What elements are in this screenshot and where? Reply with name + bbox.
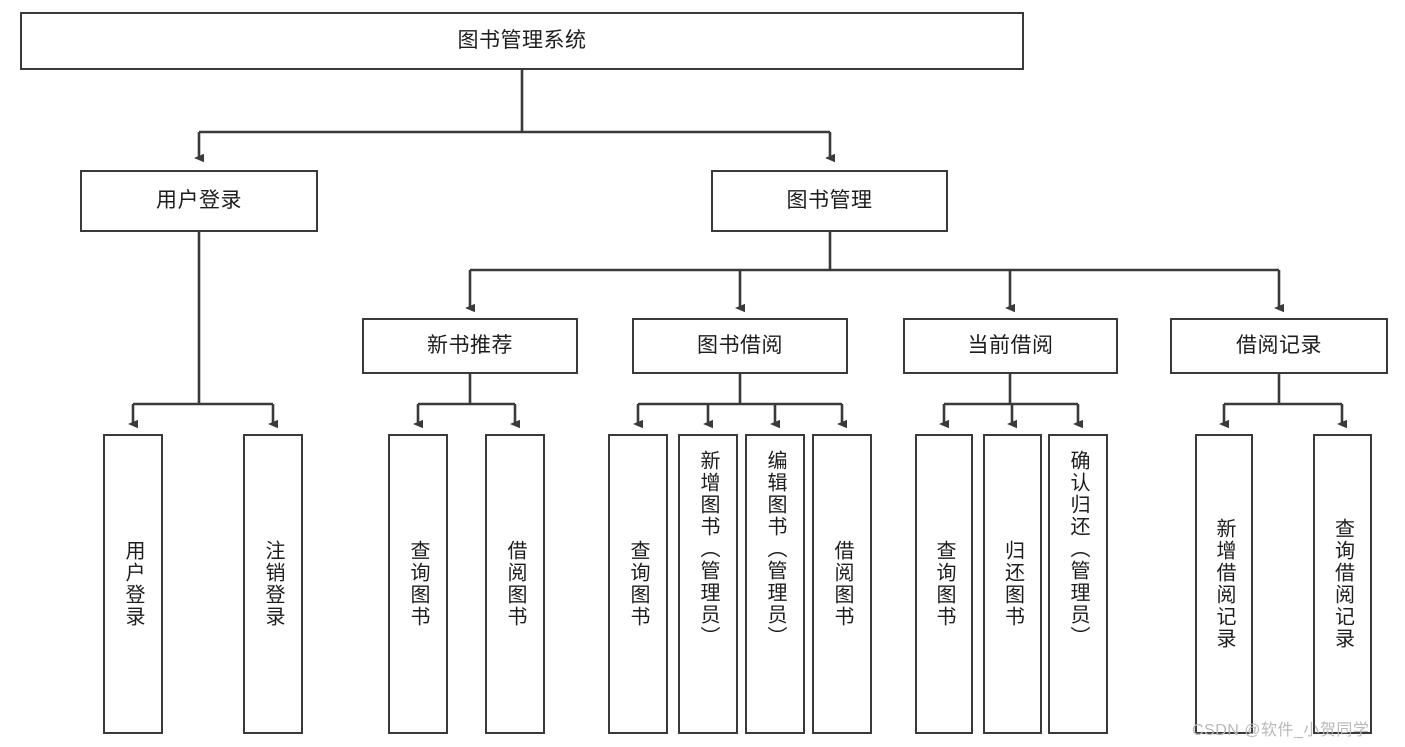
node-leaf-add-record-label: 新增借阅记录 bbox=[1213, 518, 1235, 650]
node-leaf-add-record[interactable]: 新增借阅记录 bbox=[1195, 434, 1253, 734]
node-new-book-recommend-label: 新书推荐 bbox=[427, 333, 513, 357]
node-leaf-query-book-2-label: 查询图书 bbox=[627, 540, 649, 628]
node-leaf-edit-book-label: 编辑图书（管理员） bbox=[764, 450, 786, 648]
node-leaf-confirm-return-label: 确认归还（管理员） bbox=[1067, 450, 1089, 648]
node-root[interactable]: 图书管理系统 bbox=[20, 12, 1024, 70]
node-borrow-record[interactable]: 借阅记录 bbox=[1170, 318, 1388, 374]
node-leaf-edit-book[interactable]: 编辑图书（管理员） bbox=[745, 434, 805, 734]
node-leaf-borrow-book-2[interactable]: 借阅图书 bbox=[812, 434, 872, 734]
node-leaf-borrow-book-2-label: 借阅图书 bbox=[831, 540, 853, 628]
node-leaf-borrow-book-1-label: 借阅图书 bbox=[504, 540, 526, 628]
node-leaf-return-book[interactable]: 归还图书 bbox=[983, 434, 1042, 734]
node-leaf-query-book-3-label: 查询图书 bbox=[933, 540, 955, 628]
node-root-label: 图书管理系统 bbox=[457, 28, 587, 52]
node-current-borrow[interactable]: 当前借阅 bbox=[903, 318, 1118, 374]
node-leaf-user-login-label: 用户登录 bbox=[122, 540, 144, 628]
node-borrow-record-label: 借阅记录 bbox=[1236, 333, 1322, 357]
node-user-login[interactable]: 用户登录 bbox=[80, 170, 318, 232]
node-leaf-query-record-label: 查询借阅记录 bbox=[1331, 518, 1354, 650]
node-leaf-add-book[interactable]: 新增图书（管理员） bbox=[678, 434, 738, 734]
node-new-book-recommend[interactable]: 新书推荐 bbox=[362, 318, 578, 374]
node-leaf-return-book-label: 归还图书 bbox=[1001, 540, 1024, 628]
node-book-borrow-label: 图书借阅 bbox=[697, 333, 783, 357]
watermark: CSDN @软件_小贺同学 bbox=[1192, 722, 1370, 739]
node-leaf-query-book-1[interactable]: 查询图书 bbox=[388, 434, 448, 734]
node-leaf-logout[interactable]: 注销登录 bbox=[243, 434, 303, 734]
node-leaf-query-book-3[interactable]: 查询图书 bbox=[915, 434, 973, 734]
node-leaf-query-book-2[interactable]: 查询图书 bbox=[608, 434, 668, 734]
node-leaf-confirm-return[interactable]: 确认归还（管理员） bbox=[1048, 434, 1108, 734]
node-leaf-add-book-label: 新增图书（管理员） bbox=[697, 450, 719, 648]
node-leaf-query-record[interactable]: 查询借阅记录 bbox=[1313, 434, 1372, 734]
node-book-manage[interactable]: 图书管理 bbox=[711, 170, 948, 232]
node-leaf-borrow-book-1[interactable]: 借阅图书 bbox=[485, 434, 545, 734]
node-book-borrow[interactable]: 图书借阅 bbox=[632, 318, 848, 374]
node-current-borrow-label: 当前借阅 bbox=[967, 333, 1054, 357]
node-leaf-logout-label: 注销登录 bbox=[262, 540, 284, 628]
node-leaf-user-login[interactable]: 用户登录 bbox=[103, 434, 163, 734]
node-leaf-query-book-1-label: 查询图书 bbox=[407, 540, 429, 628]
node-book-manage-label: 图书管理 bbox=[786, 188, 873, 212]
node-user-login-label: 用户登录 bbox=[156, 188, 242, 212]
